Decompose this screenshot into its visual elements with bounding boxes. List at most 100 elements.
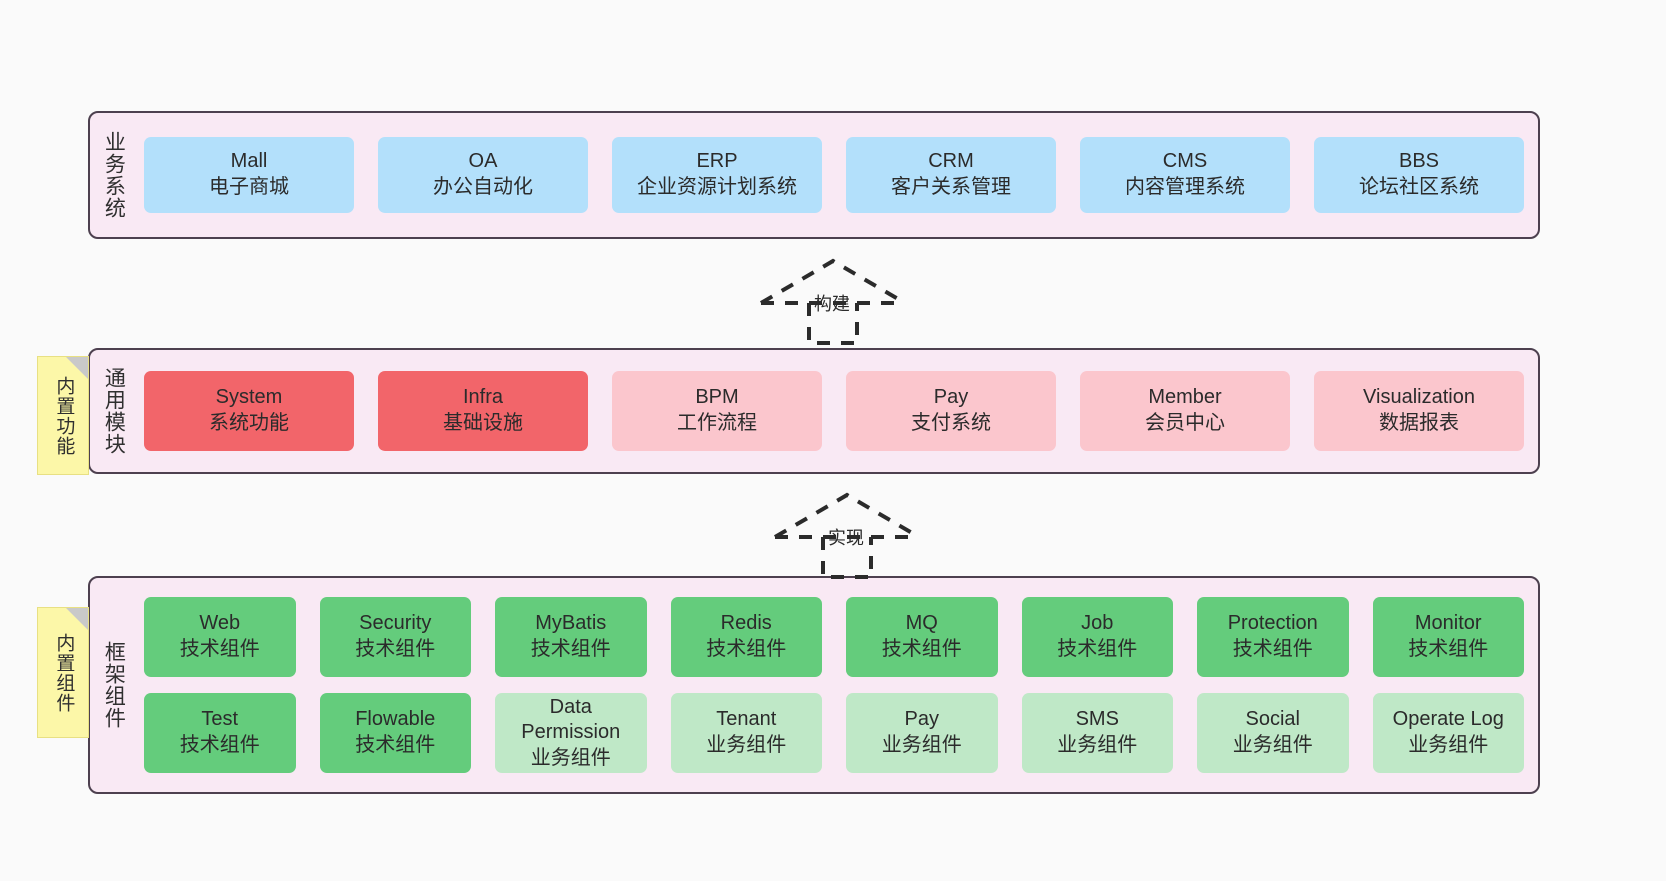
card-title: Data Permission <box>521 695 621 744</box>
card-data-permission[interactable]: Data Permission 业务组件 <box>495 693 647 773</box>
card-subtitle: 基础设施 <box>443 412 523 434</box>
card-sms[interactable]: SMS 业务组件 <box>1021 693 1173 773</box>
card-bpm[interactable]: BPM 工作流程 <box>612 371 822 451</box>
card-title: Pay <box>904 708 939 731</box>
card-title: OA <box>468 150 498 173</box>
layer-business-system-title: 业务系统 <box>102 131 126 219</box>
card-job[interactable]: Job 技术组件 <box>1021 597 1173 677</box>
card-subtitle: 工作流程 <box>677 412 757 434</box>
card-monitor[interactable]: Monitor 技术组件 <box>1372 597 1524 677</box>
card-pay-module[interactable]: Pay 支付系统 <box>846 371 1056 451</box>
card-subtitle: 技术组件 <box>355 734 436 756</box>
card-title: Web <box>199 612 241 635</box>
card-subtitle: 技术组件 <box>355 638 436 660</box>
card-crm[interactable]: CRM 客户关系管理 <box>846 137 1056 213</box>
card-subtitle: 业务组件 <box>881 734 962 756</box>
card-security[interactable]: Security 技术组件 <box>319 597 471 677</box>
card-title: Security <box>359 612 432 635</box>
card-subtitle: 业务组件 <box>1408 734 1489 756</box>
card-subtitle: 技术组件 <box>1232 638 1313 660</box>
card-operate-log[interactable]: Operate Log 业务组件 <box>1372 693 1524 773</box>
card-subtitle: 论坛社区系统 <box>1359 176 1479 198</box>
card-subtitle: 系统功能 <box>209 412 289 434</box>
card-title: Operate Log <box>1392 708 1504 731</box>
card-row: System 系统功能 Infra 基础设施 BPM 工作流程 Pay 支付系统… <box>144 371 1524 451</box>
card-row: Test 技术组件 Flowable 技术组件 Data Permission … <box>144 693 1524 773</box>
arrow-build-generalization: 构建 <box>752 255 914 345</box>
card-title: Mall <box>230 150 268 173</box>
layer-common-modules: 通用模块 System 系统功能 Infra 基础设施 BPM 工作流程 Pay… <box>88 348 1540 474</box>
card-title: Job <box>1081 612 1114 635</box>
arrow-implement-generalization: 实现 <box>766 489 928 579</box>
card-mall[interactable]: Mall 电子商城 <box>144 137 354 213</box>
card-title: Tenant <box>716 708 777 731</box>
card-title: Member <box>1148 386 1222 409</box>
card-mq[interactable]: MQ 技术组件 <box>846 597 998 677</box>
card-subtitle: 技术组件 <box>1057 638 1138 660</box>
sticky-note-label: 内置功能 <box>53 375 75 456</box>
card-title: SMS <box>1075 708 1119 731</box>
layer-business-system-body: Mall 电子商城 OA 办公自动化 ERP 企业资源计划系统 CRM 客户关系… <box>136 113 1538 237</box>
card-title: Protection <box>1227 612 1318 635</box>
card-subtitle: 技术组件 <box>530 638 611 660</box>
card-subtitle: 技术组件 <box>179 638 260 660</box>
layer-framework-components-title: 框架组件 <box>102 641 126 729</box>
card-redis[interactable]: Redis 技术组件 <box>670 597 822 677</box>
card-bbs[interactable]: BBS 论坛社区系统 <box>1314 137 1524 213</box>
card-cms[interactable]: CMS 内容管理系统 <box>1080 137 1290 213</box>
card-title: MQ <box>905 612 938 635</box>
card-system[interactable]: System 系统功能 <box>144 371 354 451</box>
card-infra[interactable]: Infra 基础设施 <box>378 371 588 451</box>
card-protection[interactable]: Protection 技术组件 <box>1197 597 1349 677</box>
card-subtitle: 业务组件 <box>1232 734 1313 756</box>
card-subtitle: 技术组件 <box>706 638 787 660</box>
card-title: BBS <box>1398 150 1440 173</box>
card-title: ERP <box>696 150 738 173</box>
card-title: Test <box>201 708 239 731</box>
card-visualization[interactable]: Visualization 数据报表 <box>1314 371 1524 451</box>
layer-common-modules-body: System 系统功能 Infra 基础设施 BPM 工作流程 Pay 支付系统… <box>136 350 1538 472</box>
card-subtitle: 业务组件 <box>1057 734 1138 756</box>
layer-framework-components-body: Web 技术组件 Security 技术组件 MyBatis 技术组件 Redi… <box>136 578 1538 792</box>
card-oa[interactable]: OA 办公自动化 <box>378 137 588 213</box>
card-subtitle: 办公自动化 <box>433 176 533 198</box>
card-pay-component[interactable]: Pay 业务组件 <box>846 693 998 773</box>
card-title: Monitor <box>1414 612 1482 635</box>
card-title: Redis <box>720 612 772 635</box>
card-subtitle: 企业资源计划系统 <box>637 176 797 198</box>
card-title: Infra <box>462 386 504 409</box>
card-subtitle: 业务组件 <box>706 734 787 756</box>
page-fold-icon <box>66 608 88 630</box>
card-subtitle: 业务组件 <box>530 746 611 769</box>
card-title: Visualization <box>1363 386 1475 409</box>
card-web[interactable]: Web 技术组件 <box>144 597 296 677</box>
sticky-note-label: 内置组件 <box>53 632 75 713</box>
card-test[interactable]: Test 技术组件 <box>144 693 296 773</box>
card-subtitle: 客户关系管理 <box>891 176 1011 198</box>
card-subtitle: 技术组件 <box>179 734 260 756</box>
page-fold-icon <box>66 357 88 379</box>
sticky-note-builtin-components: 内置组件 <box>37 607 89 738</box>
card-flowable[interactable]: Flowable 技术组件 <box>319 693 471 773</box>
card-title: Flowable <box>355 708 436 731</box>
card-subtitle: 会员中心 <box>1145 412 1225 434</box>
card-tenant[interactable]: Tenant 业务组件 <box>670 693 822 773</box>
arrow-implement-label: 实现 <box>828 528 864 548</box>
card-row: Mall 电子商城 OA 办公自动化 ERP 企业资源计划系统 CRM 客户关系… <box>144 137 1524 213</box>
card-member[interactable]: Member 会员中心 <box>1080 371 1290 451</box>
arrow-build-label: 构建 <box>814 294 850 314</box>
card-title: BPM <box>695 386 739 409</box>
card-title: Social <box>1245 708 1300 731</box>
card-erp[interactable]: ERP 企业资源计划系统 <box>612 137 822 213</box>
card-row: Web 技术组件 Security 技术组件 MyBatis 技术组件 Redi… <box>144 597 1524 677</box>
card-mybatis[interactable]: MyBatis 技术组件 <box>495 597 647 677</box>
card-subtitle: 数据报表 <box>1379 412 1459 434</box>
card-social[interactable]: Social 业务组件 <box>1197 693 1349 773</box>
layer-framework-components: 框架组件 Web 技术组件 Security 技术组件 MyBatis 技术组件… <box>88 576 1540 794</box>
card-subtitle: 支付系统 <box>911 412 991 434</box>
card-title: CRM <box>928 150 974 173</box>
card-subtitle: 技术组件 <box>1408 638 1489 660</box>
card-title: Pay <box>933 386 969 409</box>
card-subtitle: 技术组件 <box>881 638 962 660</box>
sticky-note-builtin-features: 内置功能 <box>37 356 89 475</box>
